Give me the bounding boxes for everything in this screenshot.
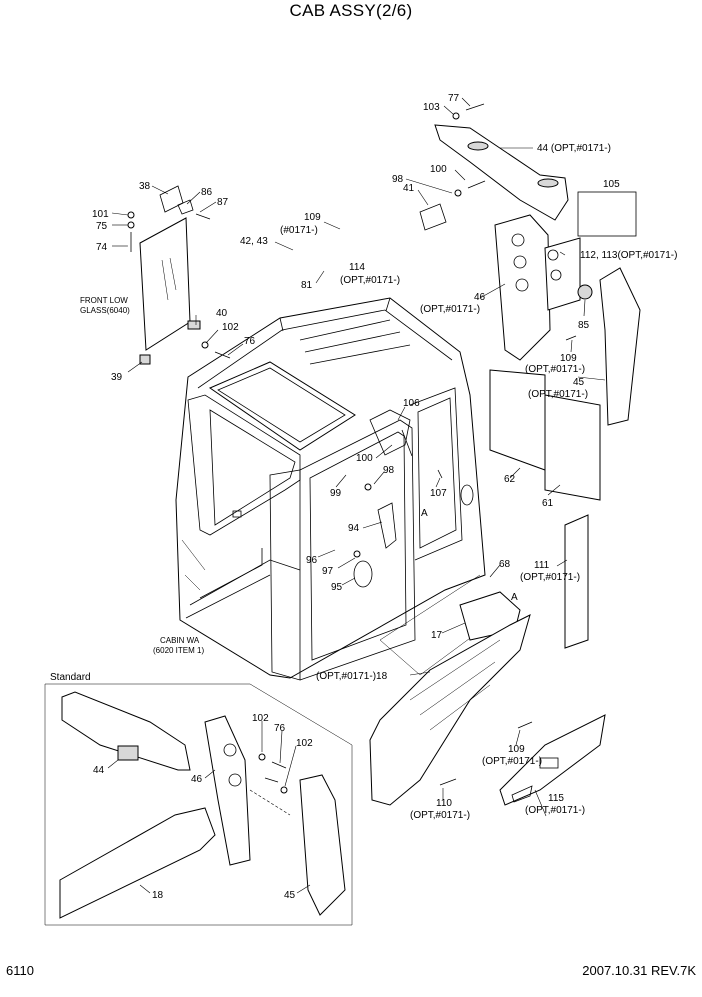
label-75: 75 bbox=[96, 221, 108, 232]
label-62: 62 bbox=[504, 474, 516, 485]
label-85: 85 bbox=[578, 320, 590, 331]
label-115: 115 bbox=[548, 793, 564, 804]
label-45-opt: (OPT,#0171-) bbox=[528, 389, 588, 400]
label-111-opt: (OPT,#0171-) bbox=[520, 572, 580, 583]
label-102a: 102 bbox=[222, 322, 239, 333]
label-103: 103 bbox=[423, 102, 440, 113]
label-39: 39 bbox=[111, 372, 123, 383]
label-41: 41 bbox=[403, 183, 415, 194]
label-109a-opt: (#0171-) bbox=[280, 225, 318, 236]
std-label-46: 46 bbox=[191, 774, 203, 785]
side-panels bbox=[369, 514, 606, 806]
label-109b: 109 bbox=[560, 353, 577, 364]
label-115-opt: (OPT,#0171-) bbox=[525, 805, 585, 816]
label-98b: 98 bbox=[383, 465, 395, 476]
rear-panels bbox=[489, 214, 641, 501]
label-46: 46 bbox=[474, 292, 486, 303]
label-front-low: FRONT LOW bbox=[80, 296, 128, 305]
label-97: 97 bbox=[322, 566, 334, 577]
label-99: 99 bbox=[330, 488, 342, 499]
label-a-2: A bbox=[511, 592, 518, 603]
leader-lines bbox=[107, 97, 606, 894]
label-94: 94 bbox=[348, 523, 360, 534]
label-112-113: 112, 113(OPT,#0171-) bbox=[580, 250, 677, 261]
label-105: 105 bbox=[603, 179, 620, 190]
front-low-glass bbox=[127, 185, 231, 365]
label-109c: 109 bbox=[508, 744, 525, 755]
std-label-102a: 102 bbox=[252, 713, 269, 724]
label-45: 45 bbox=[573, 377, 585, 388]
label-a-1: A bbox=[421, 508, 428, 519]
label-front-glass: GLASS(6040) bbox=[80, 306, 130, 315]
label-18-opt: (OPT,#0171-)18 bbox=[316, 671, 388, 682]
label-114: 114 bbox=[349, 262, 365, 273]
label-17: 17 bbox=[431, 630, 443, 641]
label-87: 87 bbox=[217, 197, 229, 208]
label-cabin-item: (6020 ITEM 1) bbox=[153, 646, 204, 655]
label-81: 81 bbox=[301, 280, 313, 291]
label-74: 74 bbox=[96, 242, 108, 253]
page-number: 6110 bbox=[6, 963, 34, 978]
label-44-opt: 44 (OPT,#0171-) bbox=[537, 143, 611, 154]
label-109c-opt: (OPT,#0171-) bbox=[482, 756, 542, 767]
label-76a: 76 bbox=[244, 336, 256, 347]
std-label-102b: 102 bbox=[296, 738, 313, 749]
standard-label: Standard bbox=[50, 672, 91, 683]
part-labels: 77 103 44 (OPT,#0171-) 100 98 41 105 38 … bbox=[50, 93, 677, 901]
label-106: 106 bbox=[403, 398, 420, 409]
label-68: 68 bbox=[499, 559, 511, 570]
label-101: 101 bbox=[92, 209, 109, 220]
label-46-opt: (OPT,#0171-) bbox=[420, 304, 480, 315]
std-label-18: 18 bbox=[152, 890, 164, 901]
label-110: 110 bbox=[436, 798, 452, 809]
label-109a: 109 bbox=[304, 212, 321, 223]
std-label-76: 76 bbox=[274, 723, 286, 734]
label-107: 107 bbox=[430, 488, 447, 499]
std-label-44: 44 bbox=[93, 765, 105, 776]
label-61: 61 bbox=[542, 498, 554, 509]
standard-inset bbox=[44, 683, 353, 926]
label-111: 111 bbox=[534, 560, 550, 571]
label-86: 86 bbox=[201, 187, 213, 198]
overhead-console bbox=[419, 103, 637, 237]
label-109b-opt: (OPT,#0171-) bbox=[525, 364, 585, 375]
label-77: 77 bbox=[448, 93, 460, 104]
label-40: 40 bbox=[216, 308, 228, 319]
label-42-43: 42, 43 bbox=[240, 236, 268, 247]
label-110-opt: (OPT,#0171-) bbox=[410, 810, 470, 821]
revision-date: 2007.10.31 REV.7K bbox=[582, 963, 696, 978]
label-114-opt: (OPT,#0171-) bbox=[340, 275, 400, 286]
label-38: 38 bbox=[139, 181, 151, 192]
label-96: 96 bbox=[306, 555, 318, 566]
label-cabin-wa: CABIN WA bbox=[160, 636, 200, 645]
label-100b: 100 bbox=[356, 453, 373, 464]
label-95: 95 bbox=[331, 582, 343, 593]
std-label-45: 45 bbox=[284, 890, 296, 901]
cab-frame bbox=[175, 297, 516, 681]
label-100a: 100 bbox=[430, 164, 447, 175]
page-title: CAB ASSY(2/6) bbox=[289, 1, 413, 20]
label-98a: 98 bbox=[392, 174, 404, 185]
